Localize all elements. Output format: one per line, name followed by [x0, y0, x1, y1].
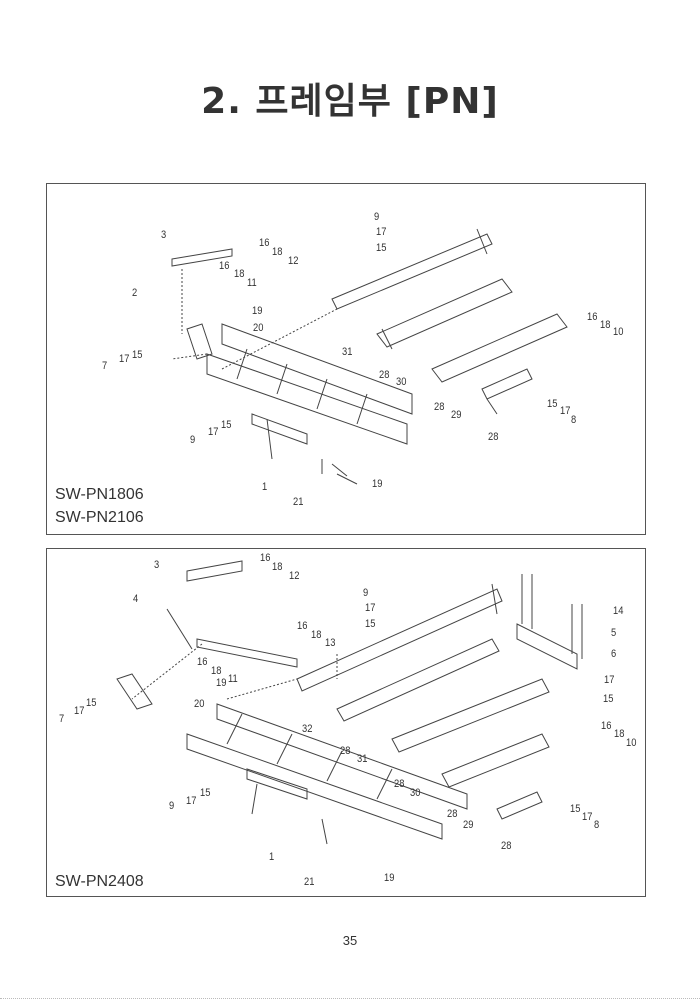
callout: 28: [379, 369, 390, 381]
page-title: 2. 프레임부 [PN]: [201, 81, 499, 122]
callout: 2: [132, 287, 138, 299]
callout: 30: [410, 787, 421, 799]
callout: 15: [200, 787, 211, 799]
callout: 19: [216, 677, 227, 689]
callout: 11: [228, 673, 238, 685]
callout: 17: [582, 811, 593, 823]
parts-diagram-pn1806-pn2106: 3 16 18 12 16 18 11 2 19 20 15 17 7 9 17…: [46, 183, 646, 535]
callout: 8: [571, 414, 577, 426]
callout: 28: [394, 778, 405, 790]
callout: 18: [211, 665, 222, 677]
callout: 15: [86, 697, 97, 709]
callout: 20: [194, 698, 205, 710]
callout: 12: [289, 570, 300, 582]
callout: 21: [304, 876, 315, 888]
callout: 18: [272, 246, 283, 258]
callout: 31: [342, 346, 353, 358]
callout: 10: [613, 326, 624, 338]
callout: 15: [132, 349, 143, 361]
parts-diagram-pn2408: 3 16 18 12 4 9 17 15 16 18 13 16 18 11 1…: [46, 548, 646, 897]
page-bottom-edge: [0, 998, 700, 999]
callout: 29: [463, 819, 474, 831]
callout: 28: [447, 808, 458, 820]
frame-exploded-drawing: [116, 560, 583, 845]
callout: 15: [570, 803, 581, 815]
callout: 15: [365, 618, 376, 630]
callout: 21: [293, 496, 304, 508]
callout: 1: [262, 481, 268, 493]
callout: 18: [614, 728, 625, 740]
callout: 28: [340, 745, 351, 757]
callout: 12: [288, 255, 299, 267]
callout: 19: [384, 872, 395, 884]
callout: 4: [133, 593, 139, 605]
callout: 15: [221, 419, 232, 431]
callout: 16: [260, 552, 271, 564]
callout: 17: [74, 705, 85, 717]
callout: 9: [169, 800, 175, 812]
callout: 7: [102, 360, 108, 372]
callout: 16: [601, 720, 612, 732]
frame-exploded-drawing: [171, 228, 568, 485]
callout: 1: [269, 851, 275, 863]
callout: 3: [154, 559, 160, 571]
callout: 15: [547, 398, 558, 410]
callout: 15: [603, 693, 614, 705]
callout: 16: [197, 656, 208, 668]
model-name: SW-PN2408: [55, 873, 144, 890]
callout: 28: [488, 431, 499, 443]
callout: 19: [372, 478, 383, 490]
callout: 16: [297, 620, 308, 632]
callout: 14: [613, 605, 624, 617]
callout: 18: [311, 629, 322, 641]
callout: 8: [594, 819, 600, 831]
callout: 18: [234, 268, 245, 280]
callout: 17: [560, 405, 571, 417]
callout: 19: [252, 305, 263, 317]
callout: 16: [587, 311, 598, 323]
callout: 17: [376, 226, 387, 238]
callout: 28: [501, 840, 512, 852]
page-number: 35: [342, 933, 358, 948]
callout: 18: [600, 319, 611, 331]
callout: 10: [626, 737, 637, 749]
callout: 6: [611, 648, 617, 660]
callout: 9: [374, 211, 380, 223]
callout: 31: [357, 753, 368, 765]
callout: 17: [186, 795, 197, 807]
callout: 16: [259, 237, 270, 249]
callout: 9: [363, 587, 369, 599]
callout: 32: [302, 723, 313, 735]
callout: 20: [253, 322, 264, 334]
model-name: SW-PN2106: [55, 509, 144, 526]
callout: 29: [451, 409, 462, 421]
callout: 18: [272, 561, 283, 573]
callout: 7: [59, 713, 65, 725]
callout: 17: [604, 674, 615, 686]
callout: 17: [365, 602, 376, 614]
callout: 17: [208, 426, 219, 438]
callout: 13: [325, 637, 336, 649]
callout: 5: [611, 627, 617, 639]
model-name: SW-PN1806: [55, 486, 144, 503]
callout: 17: [119, 353, 130, 365]
callout: 9: [190, 434, 196, 446]
callout: 3: [161, 229, 167, 241]
callout: 16: [219, 260, 230, 272]
callout: 30: [396, 376, 407, 388]
callout: 15: [376, 242, 387, 254]
callout: 11: [247, 277, 257, 289]
callout: 28: [434, 401, 445, 413]
